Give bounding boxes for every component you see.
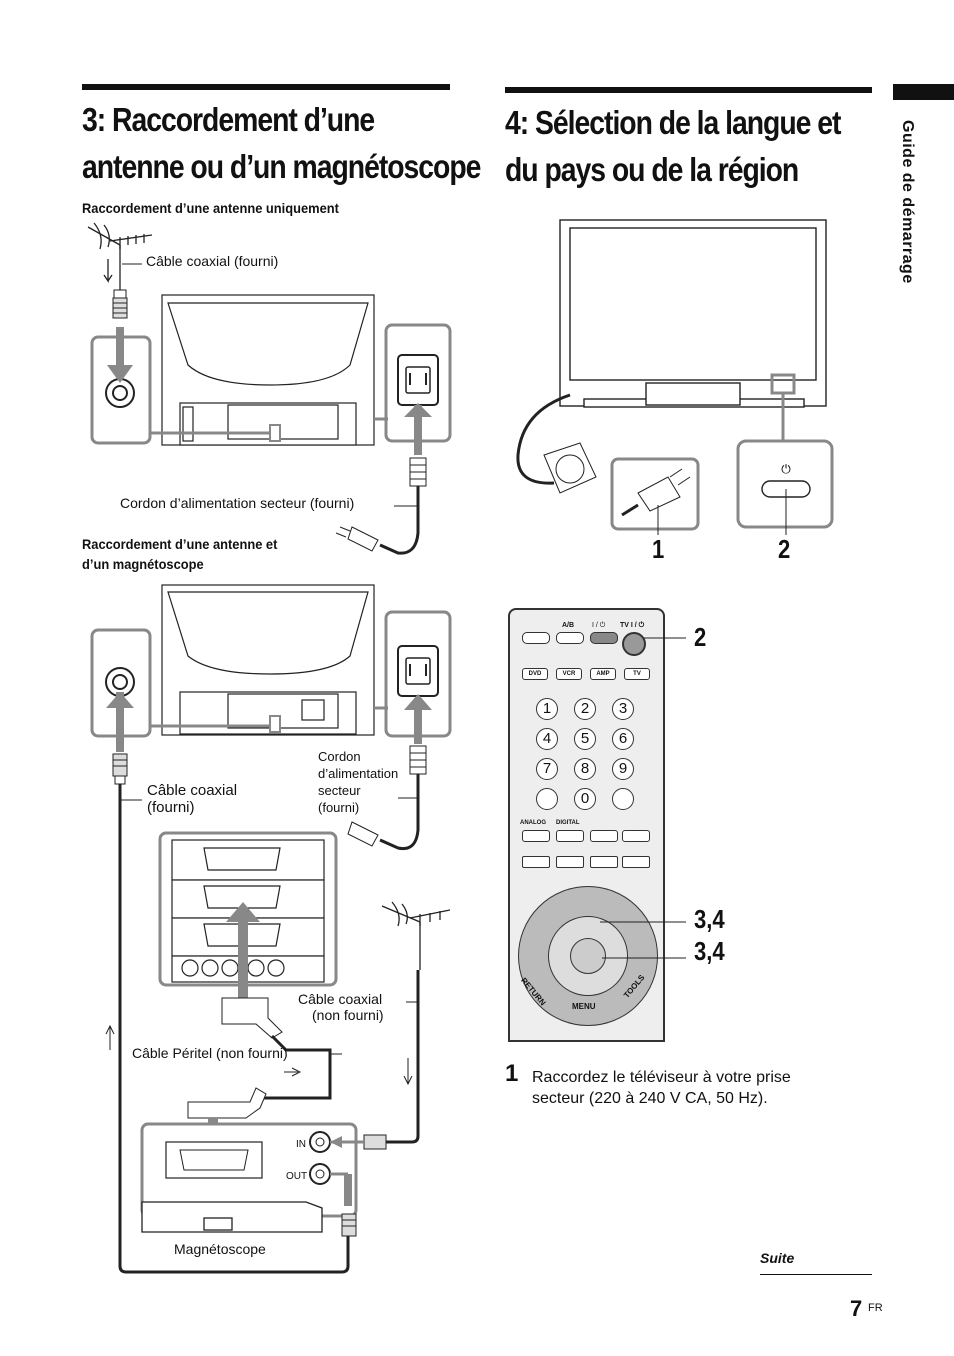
label-vcr: Magnétoscope [174,1241,266,1257]
step-1-line1: Raccordez le téléviseur à votre prise [532,1069,791,1086]
diagram-tv-front: ⏻ [516,219,834,535]
remote-input-button[interactable] [522,632,550,644]
remote-teletext-button[interactable] [536,788,558,810]
remote-digit-6[interactable]: 6 [612,728,634,750]
label-coax-fourni-line1: Câble coaxial [147,782,238,799]
remote-blue-button[interactable] [622,856,650,868]
wall-plug-icon [335,526,379,552]
remote-digit-4[interactable]: 4 [536,728,558,750]
svg-text:⏻: ⏻ [781,462,791,476]
coax-plug-icon [112,289,128,319]
section4-title-line1: 4: Sélection de la langue et [505,104,841,141]
remote-digit-3[interactable]: 3 [612,698,634,720]
page-lang: FR [868,1302,883,1314]
remote-jump-button[interactable] [612,788,634,810]
vcr-icon [141,1201,323,1233]
side-tab-label: Guide de démarrage [899,120,916,284]
callout-remote-2: 2 [694,622,707,652]
remote-power-button[interactable] [590,632,618,644]
label-coax-not-supplied-line2: (non fourni) [312,1007,384,1023]
label-vcr-out: OUT [286,1171,308,1182]
label-coax-fourni-line2: (fourni) [147,799,195,816]
remote-ab-label: A/B [562,622,575,629]
remote-red-button[interactable] [522,856,550,868]
label-coax-not-supplied-line1: Câble coaxial [298,991,383,1007]
remote-digit-1[interactable]: 1 [536,698,558,720]
callout-remote-34a: 3,4 [694,904,725,934]
suite-rule [760,1274,872,1275]
remote-device-tv[interactable]: TV [624,668,650,680]
step-1-line2: secteur (220 à 240 V CA, 50 Hz). [532,1090,768,1107]
label-cord-line1: Cordon [318,749,361,764]
label-vcr-in: IN [296,1139,306,1150]
tv-front-icon [559,219,827,408]
step-number: 1 [505,1060,519,1087]
tv-rear-icon [161,294,375,446]
subhead-antenna-vcr-line1: Raccordement d’une antenne et [82,536,278,552]
remote-device-dvd[interactable]: DVD [522,668,548,680]
remote-menu-label: MENU [572,1002,596,1011]
diagram-antenna-vcr [90,584,452,1274]
section3-title-line2: antenne ou d’un magnétoscope [82,148,481,185]
callout-2-power: 2 [778,534,791,564]
remote-ok-button[interactable] [570,938,606,974]
label-cord-line3: secteur [318,783,361,798]
label-power-cord-supplied: Cordon d’alimentation secteur (fourni) [120,495,355,511]
remote-digit-5[interactable]: 5 [574,728,596,750]
remote-tv-power-button[interactable] [622,632,646,656]
section3-title-line1: 3: Raccordement d’une [82,101,375,138]
callout-remote-34b: 3,4 [694,936,725,966]
remote-yellow-button[interactable] [590,856,618,868]
side-tab-bar [893,84,954,100]
remote-digit-8[interactable]: 8 [574,758,596,780]
suite-label: Suite [760,1250,795,1266]
remote-digit-0[interactable]: 0 [574,788,596,810]
section4-top-rule [505,87,872,93]
page-number: 7 [850,1296,863,1321]
remote-tv-power-label: TV I / ⏻ [620,622,645,629]
label-scart-cable: Câble Péritel (non fourni) [132,1045,288,1061]
remote-analog-button[interactable] [522,830,550,842]
remote-freeze-button[interactable] [622,830,650,842]
antenna-icon [87,222,153,295]
remote-callout-lines [600,637,686,959]
remote-analog-label: ANALOG [520,820,546,826]
remote-ab-button[interactable] [556,632,584,644]
diagram-antenna-only [87,222,452,555]
remote-green-button[interactable] [556,856,584,868]
remote-digit-7[interactable]: 7 [536,758,558,780]
remote-digital-label: DIGITAL [556,820,580,826]
callout-1-plug: 1 [652,534,665,564]
remote-device-vcr[interactable]: VCR [556,668,582,680]
side-tab: Guide de démarrage [896,120,918,320]
remote-control: A/B I / ⏻ TV I / ⏻ DVD VCR AMP TV 1 2 3 … [508,608,665,1042]
remote-power-label: I / ⏻ [592,622,606,629]
subhead-antenna-only: Raccordement d’une antenne uniquement [82,200,339,216]
remote-device-amp[interactable]: AMP [590,668,616,680]
label-cord-line4: (fourni) [318,800,360,815]
remote-digit-2[interactable]: 2 [574,698,596,720]
label-cord-line2: d’alimentation [318,766,399,781]
section4-title-line2: du pays ou de la région [505,151,799,188]
label-coax-supplied: Câble coaxial (fourni) [146,253,279,269]
tv-rear-icon [161,584,375,736]
subhead-antenna-vcr-line2: d’un magnétoscope [82,556,204,572]
remote-digit-9[interactable]: 9 [612,758,634,780]
remote-wide-button[interactable] [590,830,618,842]
remote-digital-button[interactable] [556,830,584,842]
section3-top-rule [82,84,450,90]
